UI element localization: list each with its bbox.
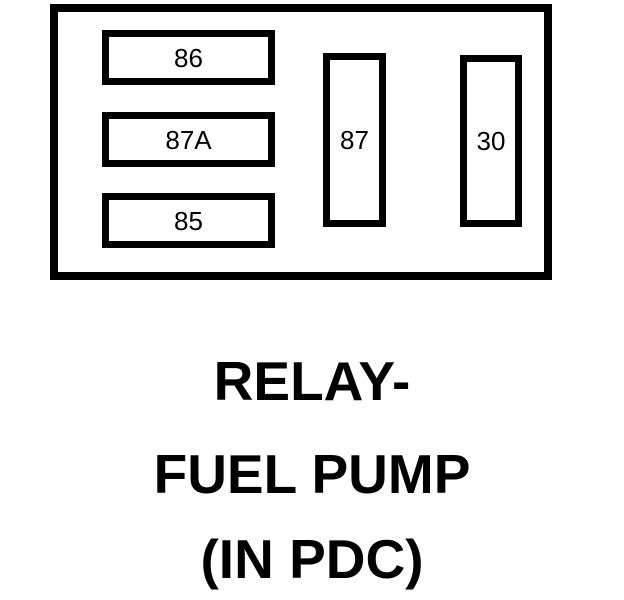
relay-outline-box: 86 87A 85 87 30 <box>50 4 552 280</box>
pin-87-label: 87 <box>340 125 369 155</box>
pin-86-label: 86 <box>174 42 203 73</box>
pin-30: 30 <box>460 55 522 227</box>
caption-line-relay: RELAY- <box>213 350 411 412</box>
pin-87a-label: 87A <box>165 124 212 155</box>
pin-30-label: 30 <box>476 126 506 156</box>
caption-line-fuel-pump: FUEL PUMP <box>153 443 471 505</box>
pin-87a: 87A <box>102 112 275 167</box>
pin-86: 86 <box>102 30 275 85</box>
pin-87: 87 <box>323 53 386 227</box>
pin-85-label: 85 <box>174 205 203 236</box>
pin-85: 85 <box>102 193 275 248</box>
caption-line-in-pdc: (IN PDC) <box>200 528 424 590</box>
